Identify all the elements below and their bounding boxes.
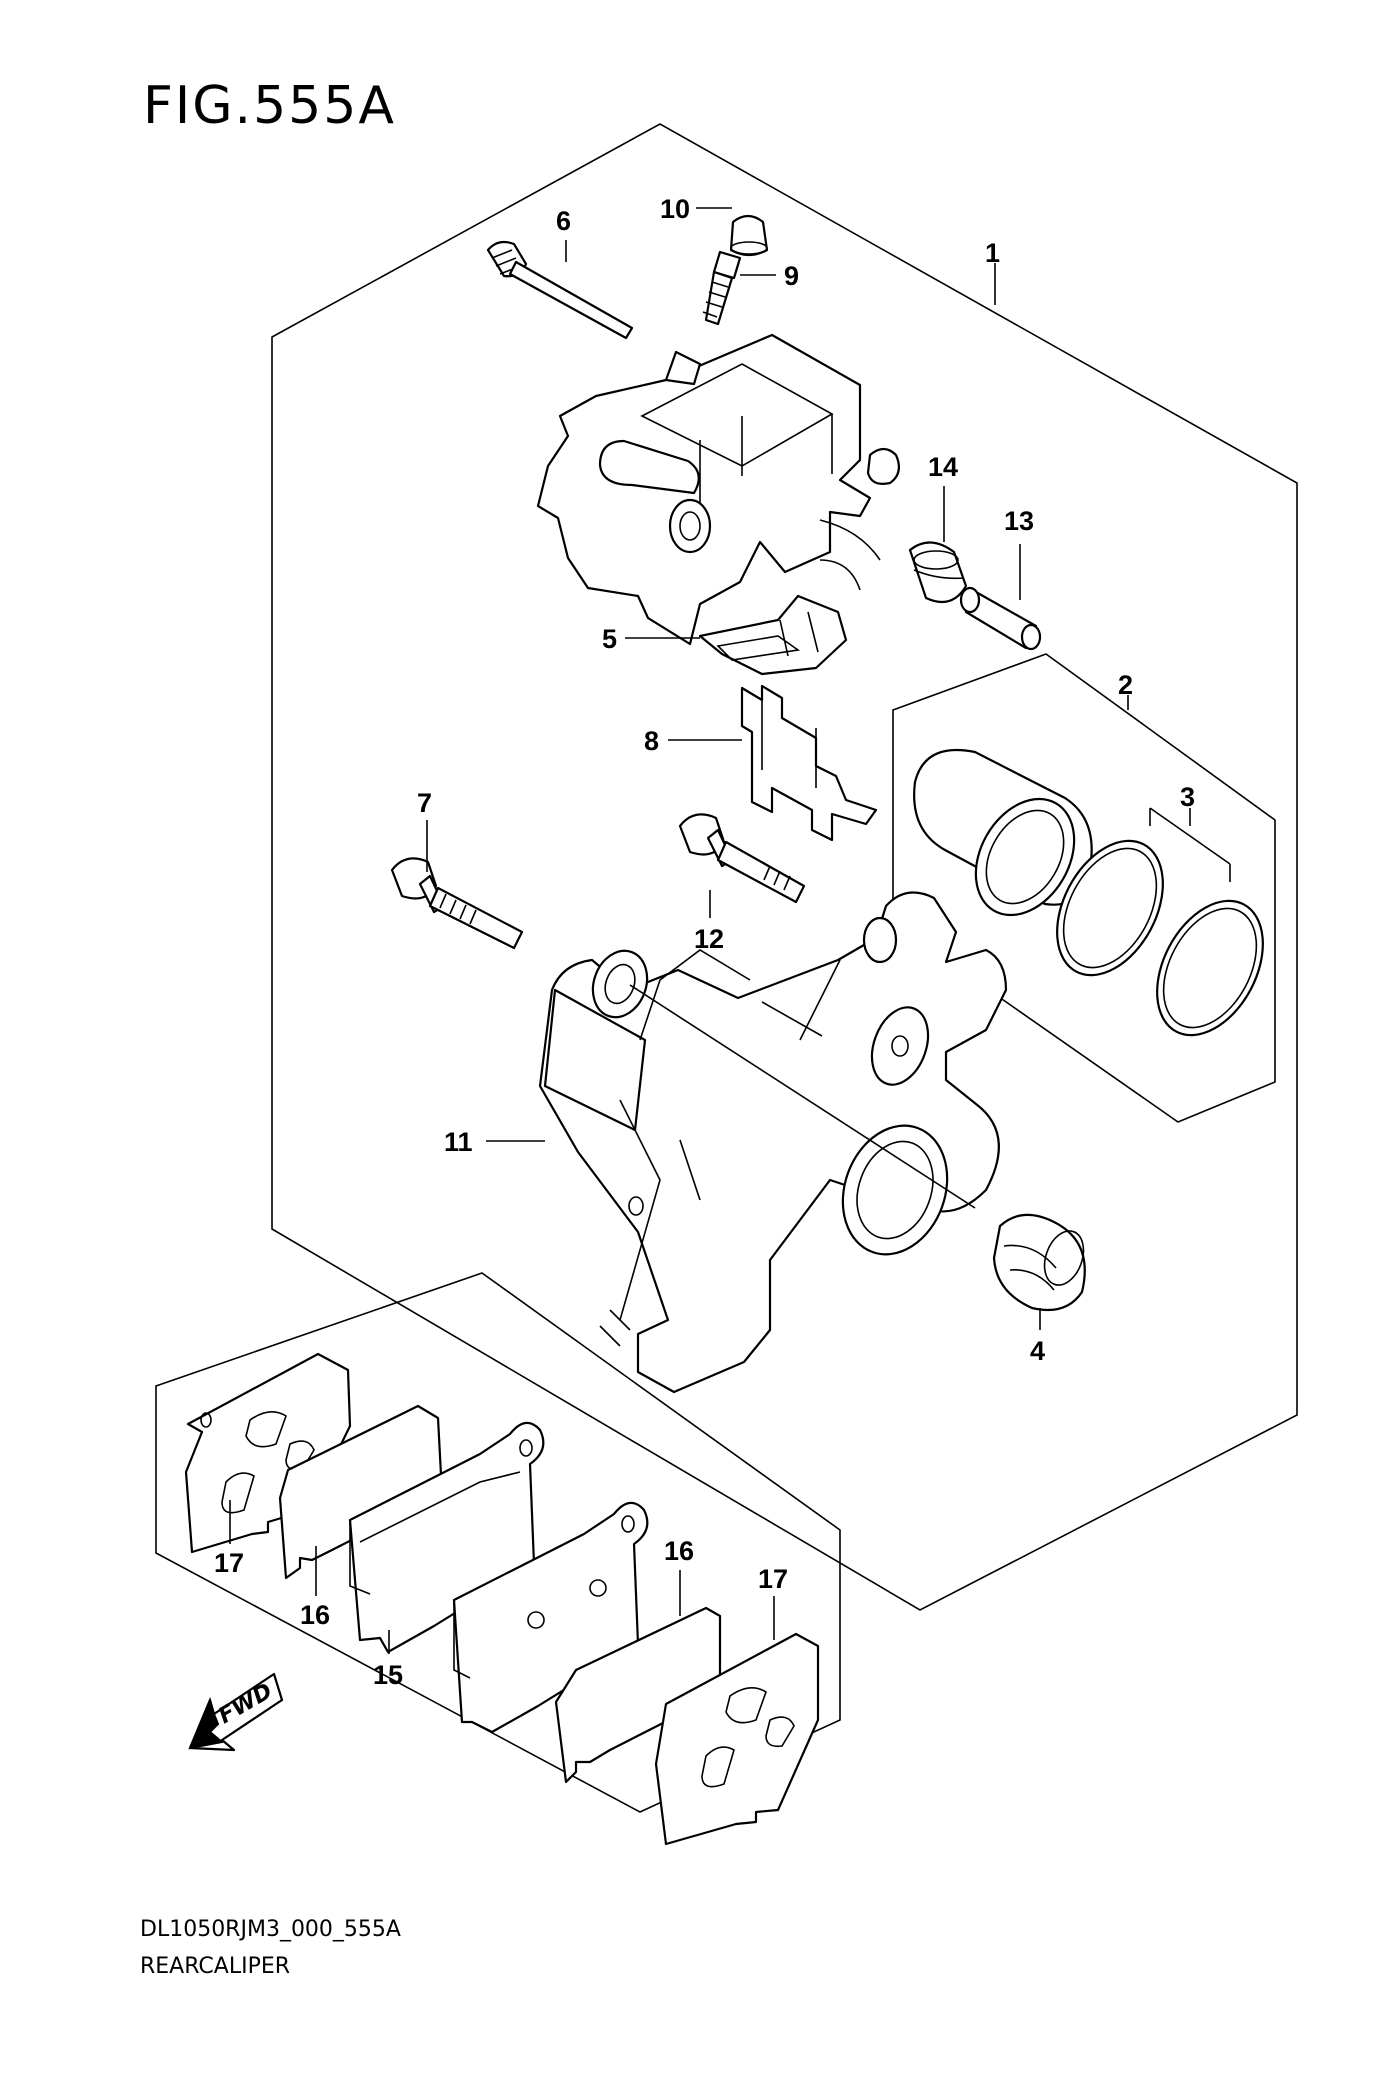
guide-boot-part bbox=[992, 1213, 1086, 1312]
figure-name: REARCALIPER bbox=[140, 1954, 290, 1979]
bolt-12-part bbox=[678, 813, 806, 904]
callout-16b: 16 bbox=[300, 1600, 330, 1630]
slide-pin-part bbox=[959, 586, 1042, 651]
figure-title: FIG.555A bbox=[143, 76, 396, 136]
caliper-body-part bbox=[536, 333, 901, 646]
pad-shim-16-right-part bbox=[554, 1606, 722, 1784]
pad-spring-part bbox=[698, 594, 848, 676]
callout-3: 3 bbox=[1180, 782, 1195, 812]
assembly-frame-1 bbox=[271, 123, 1298, 1611]
callout-11: 11 bbox=[444, 1127, 473, 1157]
pad-set-frame-15 bbox=[155, 1272, 841, 1813]
boot-part bbox=[908, 541, 968, 604]
callout-6: 6 bbox=[556, 206, 571, 236]
callout-17a: 17 bbox=[214, 1548, 244, 1578]
callout-2: 2 bbox=[1118, 670, 1133, 700]
fwd-arrow-icon: FWD bbox=[188, 1672, 284, 1752]
caliper-pin-part bbox=[486, 240, 634, 340]
callout-17b: 17 bbox=[758, 1564, 788, 1594]
callout-15: 15 bbox=[373, 1660, 403, 1690]
callout-16a: 16 bbox=[664, 1536, 694, 1566]
figure-code: DL1050RJM3_000_555A bbox=[140, 1917, 401, 1942]
callout-5: 5 bbox=[602, 624, 617, 654]
seal-rings-part bbox=[1056, 839, 1264, 1037]
pad-shim-right-part bbox=[654, 1632, 820, 1846]
pad-shim-16-left-part bbox=[278, 1404, 444, 1580]
callout-12: 12 bbox=[694, 924, 724, 954]
bolt-7-part bbox=[390, 857, 524, 950]
callout-8: 8 bbox=[644, 726, 659, 756]
piston-part bbox=[913, 748, 1093, 917]
callout-13: 13 bbox=[1004, 506, 1034, 536]
callout-10: 10 bbox=[660, 194, 690, 224]
pad-retainer-part bbox=[740, 684, 878, 842]
bleeder-screw-part bbox=[702, 250, 742, 326]
callout-1: 1 bbox=[985, 238, 1000, 268]
callout-4: 4 bbox=[1030, 1336, 1045, 1366]
callout-7: 7 bbox=[417, 788, 432, 818]
caliper-bracket-part bbox=[538, 891, 1008, 1394]
kit-frame-3 bbox=[1149, 807, 1231, 865]
callout-14: 14 bbox=[928, 452, 958, 482]
bleeder-cap-part bbox=[729, 214, 769, 257]
callout-9: 9 bbox=[784, 261, 799, 291]
